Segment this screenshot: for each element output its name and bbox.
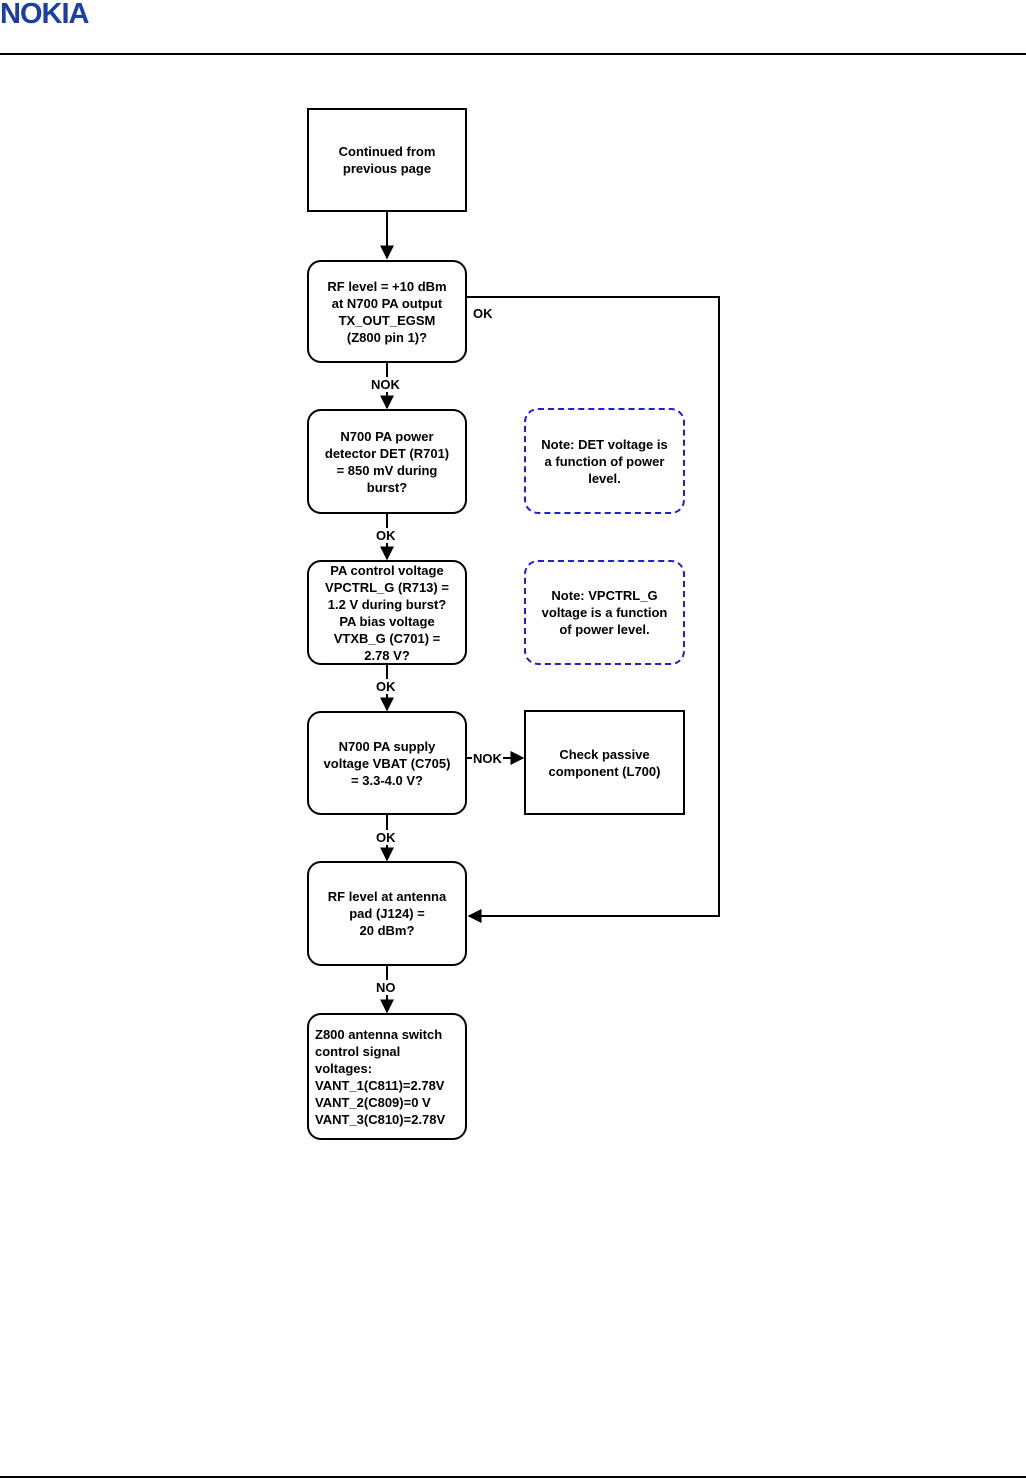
label-nok-rf: NOK (370, 377, 401, 392)
note-vpctrl-text: Note: VPCTRL_G voltage is a function of … (541, 588, 668, 637)
supply-voltage-decision: N700 PA supply voltage VBAT (C705) = 3.3… (307, 711, 467, 815)
label-ok-bypass: OK (472, 306, 494, 321)
power-detector-decision: N700 PA power detector DET (R701) = 850 … (307, 409, 467, 514)
note-det-text: Note: DET voltage is a function of power… (541, 436, 668, 486)
nokia-logo: NOKIA (0, 0, 91, 30)
label-no-antenna: NO (375, 980, 397, 995)
power-detector-text: N700 PA power detector DET (R701) = 850 … (324, 428, 450, 495)
rf-level-output-text: RF level = +10 dBm at N700 PA output TX_… (327, 278, 447, 345)
antenna-switch-box: Z800 antenna switch control signal volta… (307, 1013, 467, 1140)
label-nok-supply: NOK (472, 751, 503, 766)
nokia-logo-text: NOKIA (0, 0, 90, 30)
rf-level-antenna-decision: RF level at antenna pad (J124) = 20 dBm? (307, 861, 467, 966)
rf-level-antenna-text: RF level at antenna pad (J124) = 20 dBm? (327, 889, 447, 938)
label-ok-control: OK (375, 679, 397, 694)
control-voltage-decision: PA control voltage VPCTRL_G (R713) = 1.2… (307, 560, 467, 665)
header-divider (0, 53, 1026, 55)
note-det-voltage: Note: DET voltage is a function of power… (524, 408, 685, 514)
start-box: Continued from previous page (307, 108, 467, 212)
start-text: Continued from previous page (338, 144, 436, 176)
connector-ok-bypass (467, 296, 720, 923)
rf-level-output-decision: RF level = +10 dBm at N700 PA output TX_… (307, 260, 467, 363)
footer-divider (0, 1476, 1026, 1478)
label-ok-supply: OK (375, 830, 397, 845)
check-passive-box: Check passive component (L700) (524, 710, 685, 815)
antenna-switch-text: Z800 antenna switch control signal volta… (315, 1026, 446, 1127)
check-passive-text: Check passive component (L700) (548, 746, 661, 779)
control-voltage-text: PA control voltage VPCTRL_G (R713) = 1.2… (325, 562, 449, 663)
note-vpctrl: Note: VPCTRL_G voltage is a function of … (524, 560, 685, 665)
label-ok-detector: OK (375, 528, 397, 543)
supply-voltage-text: N700 PA supply voltage VBAT (C705) = 3.3… (323, 738, 451, 788)
